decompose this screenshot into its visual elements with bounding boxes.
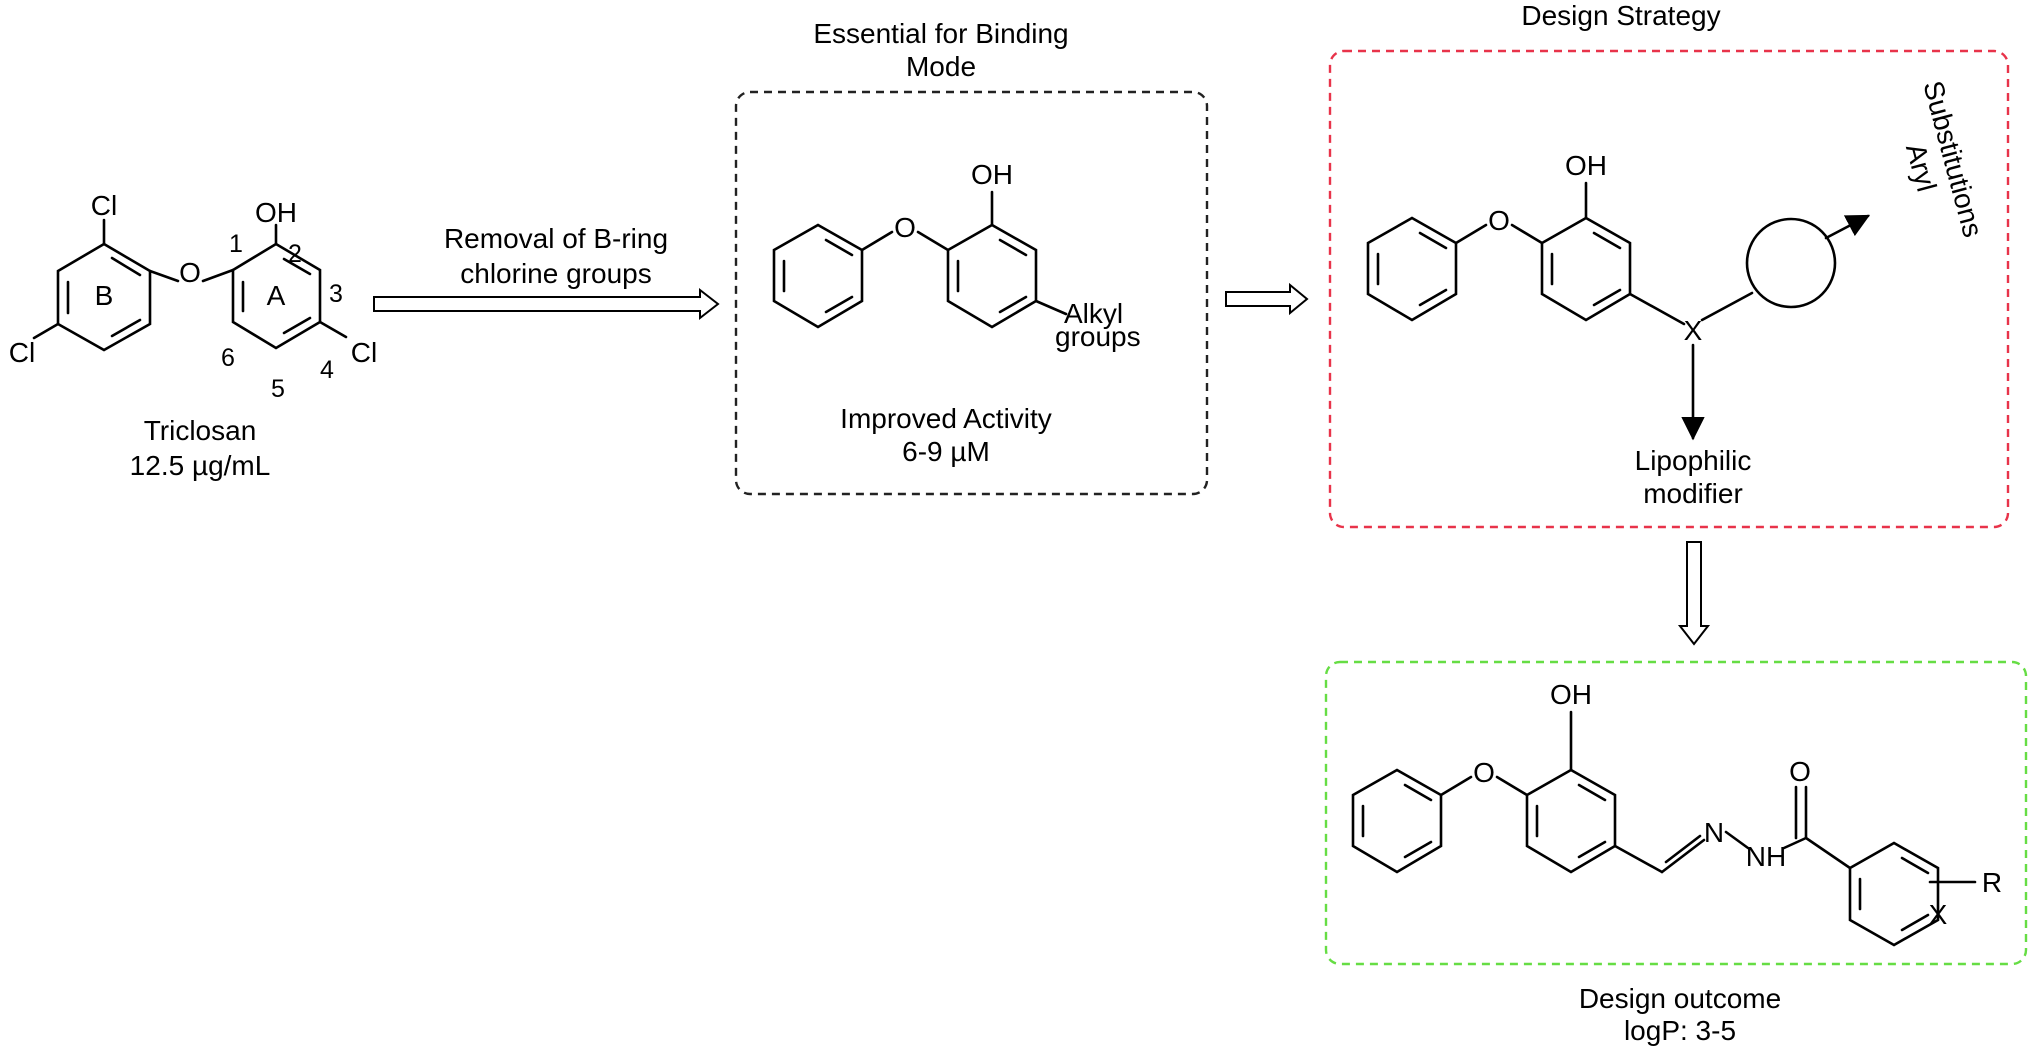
strategy-box-title: Design Strategy — [1521, 0, 1720, 31]
oh-label: OH — [971, 159, 1013, 190]
outcome-structure — [1351, 710, 1977, 947]
alkyl-label: Alkyl — [1064, 298, 1123, 329]
ether-oxygen-label: O — [1488, 205, 1510, 236]
outcome-caption-line1: Design outcome — [1579, 983, 1781, 1014]
phenyl-ring — [1351, 768, 1443, 874]
position-number: 5 — [271, 375, 285, 403]
oh-label: OH — [1565, 150, 1607, 181]
imine-nitrogen-label: N — [1704, 817, 1724, 848]
binding-mode-box — [734, 90, 1209, 496]
outcome-caption-line2: logP: 3-5 — [1624, 1015, 1736, 1046]
r-group-label: R — [1982, 867, 2002, 898]
position-number: 6 — [221, 344, 235, 372]
cl-label: Cl — [351, 337, 377, 368]
position-number: 3 — [329, 280, 343, 308]
binding-box-caption-line1: Improved Activity — [840, 403, 1052, 434]
phenol-ring — [1540, 216, 1632, 322]
position-number: 4 — [320, 356, 334, 384]
open-arrow-3 — [1677, 541, 1711, 646]
ring-b-label: B — [95, 280, 114, 311]
triclosan-activity: 12.5 µg/mL — [130, 450, 271, 481]
triclosan-name: Triclosan — [144, 415, 257, 446]
oh-label: OH — [255, 197, 297, 228]
phenoxyphenol-structure — [772, 190, 1068, 329]
binding-box-title-line2: Mode — [906, 51, 976, 82]
phenol-ring — [1525, 768, 1617, 874]
position-number: 1 — [229, 230, 243, 258]
x-linker-label: X — [1684, 315, 1703, 346]
lipophilic-label-line1: Lipophilic — [1635, 445, 1752, 476]
cl-label: Cl — [91, 190, 117, 221]
ether-oxygen-label: O — [1473, 757, 1495, 788]
cl-label: Cl — [9, 337, 35, 368]
binding-box-caption-line2: 6-9 µM — [902, 436, 990, 467]
strategy-structure — [1366, 181, 1871, 441]
aryl-substitutions-label: Aryl Substitutions — [1900, 78, 1989, 241]
lipophilic-label-line2: modifier — [1643, 478, 1743, 509]
step1-label-line2: chlorine groups — [460, 258, 651, 289]
ring-a-label: A — [267, 280, 286, 311]
ether-oxygen-label: O — [894, 212, 916, 243]
ether-oxygen-label: O — [179, 257, 201, 288]
carbonyl-oxygen-label: O — [1789, 756, 1811, 787]
nh-label: NH — [1746, 841, 1786, 872]
binding-box-title-line1: Essential for Binding — [813, 18, 1068, 49]
phenyl-ring — [1366, 216, 1458, 322]
design-strategy-box — [1328, 49, 2010, 529]
step1-label-line1: Removal of B-ring — [444, 223, 668, 254]
oh-label: OH — [1550, 679, 1592, 710]
aryl-ring-placeholder — [1745, 217, 1837, 309]
phenyl-ring — [772, 223, 864, 329]
phenol-ring — [946, 223, 1038, 329]
design-outcome-box — [1324, 660, 2028, 966]
triclosan-structure: Cl Cl Cl OH O A B 1 2 3 4 5 6 Triclosan … — [9, 190, 377, 481]
position-number: 2 — [288, 240, 302, 268]
open-arrow-1 — [373, 287, 720, 321]
aryl-ring — [1848, 841, 1940, 947]
ring-x-label: X — [1929, 899, 1948, 930]
open-arrow-2 — [1225, 282, 1309, 316]
groups-label: groups — [1055, 321, 1141, 352]
